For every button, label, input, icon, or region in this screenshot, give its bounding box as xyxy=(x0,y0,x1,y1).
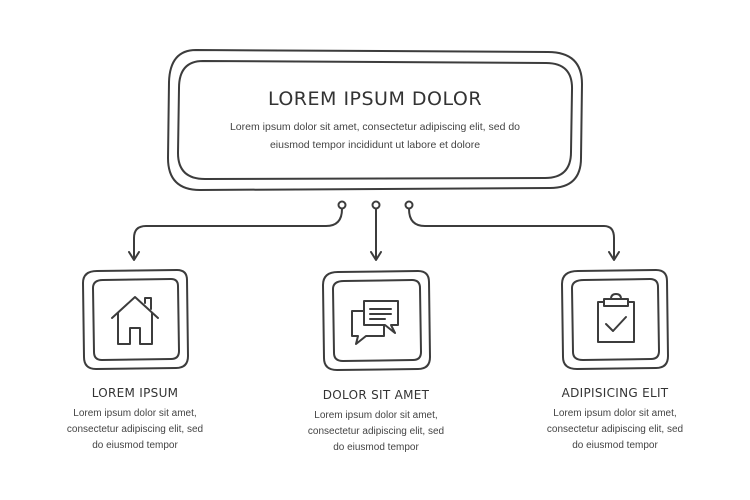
home-icon xyxy=(111,296,159,345)
card-3-line-1: Lorem ipsum dolor sit amet, xyxy=(553,408,677,419)
card-frame-3 xyxy=(561,269,669,370)
card-2-line-1: Lorem ipsum dolor sit amet, xyxy=(314,410,438,421)
card-3-title: ADIPISICING ELIT xyxy=(561,386,669,400)
connector-nodes xyxy=(337,200,414,210)
clipboard-check-icon xyxy=(597,293,635,343)
main-description-line-2: eiusmod tempor incididunt ut labore et d… xyxy=(269,139,481,151)
card-2-line-3: do eiusmod tempor xyxy=(333,442,419,453)
card-3: ADIPISICING ELIT Lorem ipsum dolor sit a… xyxy=(530,386,700,454)
connector-lines xyxy=(128,208,620,261)
main-description: Lorem ipsum dolor sit amet, consectetur … xyxy=(190,118,560,154)
card-1-title: LOREM IPSUM xyxy=(91,386,179,400)
card-1-line-2: consectetur adipiscing elit, sed xyxy=(66,424,204,435)
connector-node-right xyxy=(404,200,414,210)
card-1-line-3: do eiusmod tempor xyxy=(92,440,178,451)
connector-node-middle xyxy=(371,200,381,210)
main-title: LOREM IPSUM DOLOR xyxy=(267,88,483,110)
card-2: DOLOR SIT AMET Lorem ipsum dolor sit ame… xyxy=(291,388,461,456)
main-box-frame xyxy=(167,49,583,191)
card-1-description: Lorem ipsum dolor sit amet, consectetur … xyxy=(50,406,220,454)
card-3-line-3: do eiusmod tempor xyxy=(572,440,658,451)
arrowhead-middle xyxy=(370,251,382,261)
card-2-description: Lorem ipsum dolor sit amet, consectetur … xyxy=(291,408,461,456)
arrowhead-left xyxy=(128,251,140,261)
arrowhead-right xyxy=(608,251,620,261)
connector-left xyxy=(133,208,343,259)
card-frame-2 xyxy=(322,270,431,371)
card-frame-1 xyxy=(82,269,189,370)
connector-right xyxy=(408,208,615,259)
connector-node-left xyxy=(337,200,347,210)
card-2-title: DOLOR SIT AMET xyxy=(322,388,430,402)
card-1-line-1: Lorem ipsum dolor sit amet, xyxy=(73,408,197,419)
chat-bubbles-icon xyxy=(351,300,399,345)
card-3-description: Lorem ipsum dolor sit amet, consectetur … xyxy=(530,406,700,454)
main-box: LOREM IPSUM DOLOR Lorem ipsum dolor sit … xyxy=(190,88,560,154)
card-1: LOREM IPSUM Lorem ipsum dolor sit amet, … xyxy=(50,386,220,454)
main-description-line-1: Lorem ipsum dolor sit amet, consectetur … xyxy=(229,121,521,133)
card-3-line-2: consectetur adipiscing elit, sed xyxy=(546,424,684,435)
card-2-line-2: consectetur adipiscing elit, sed xyxy=(307,426,445,437)
